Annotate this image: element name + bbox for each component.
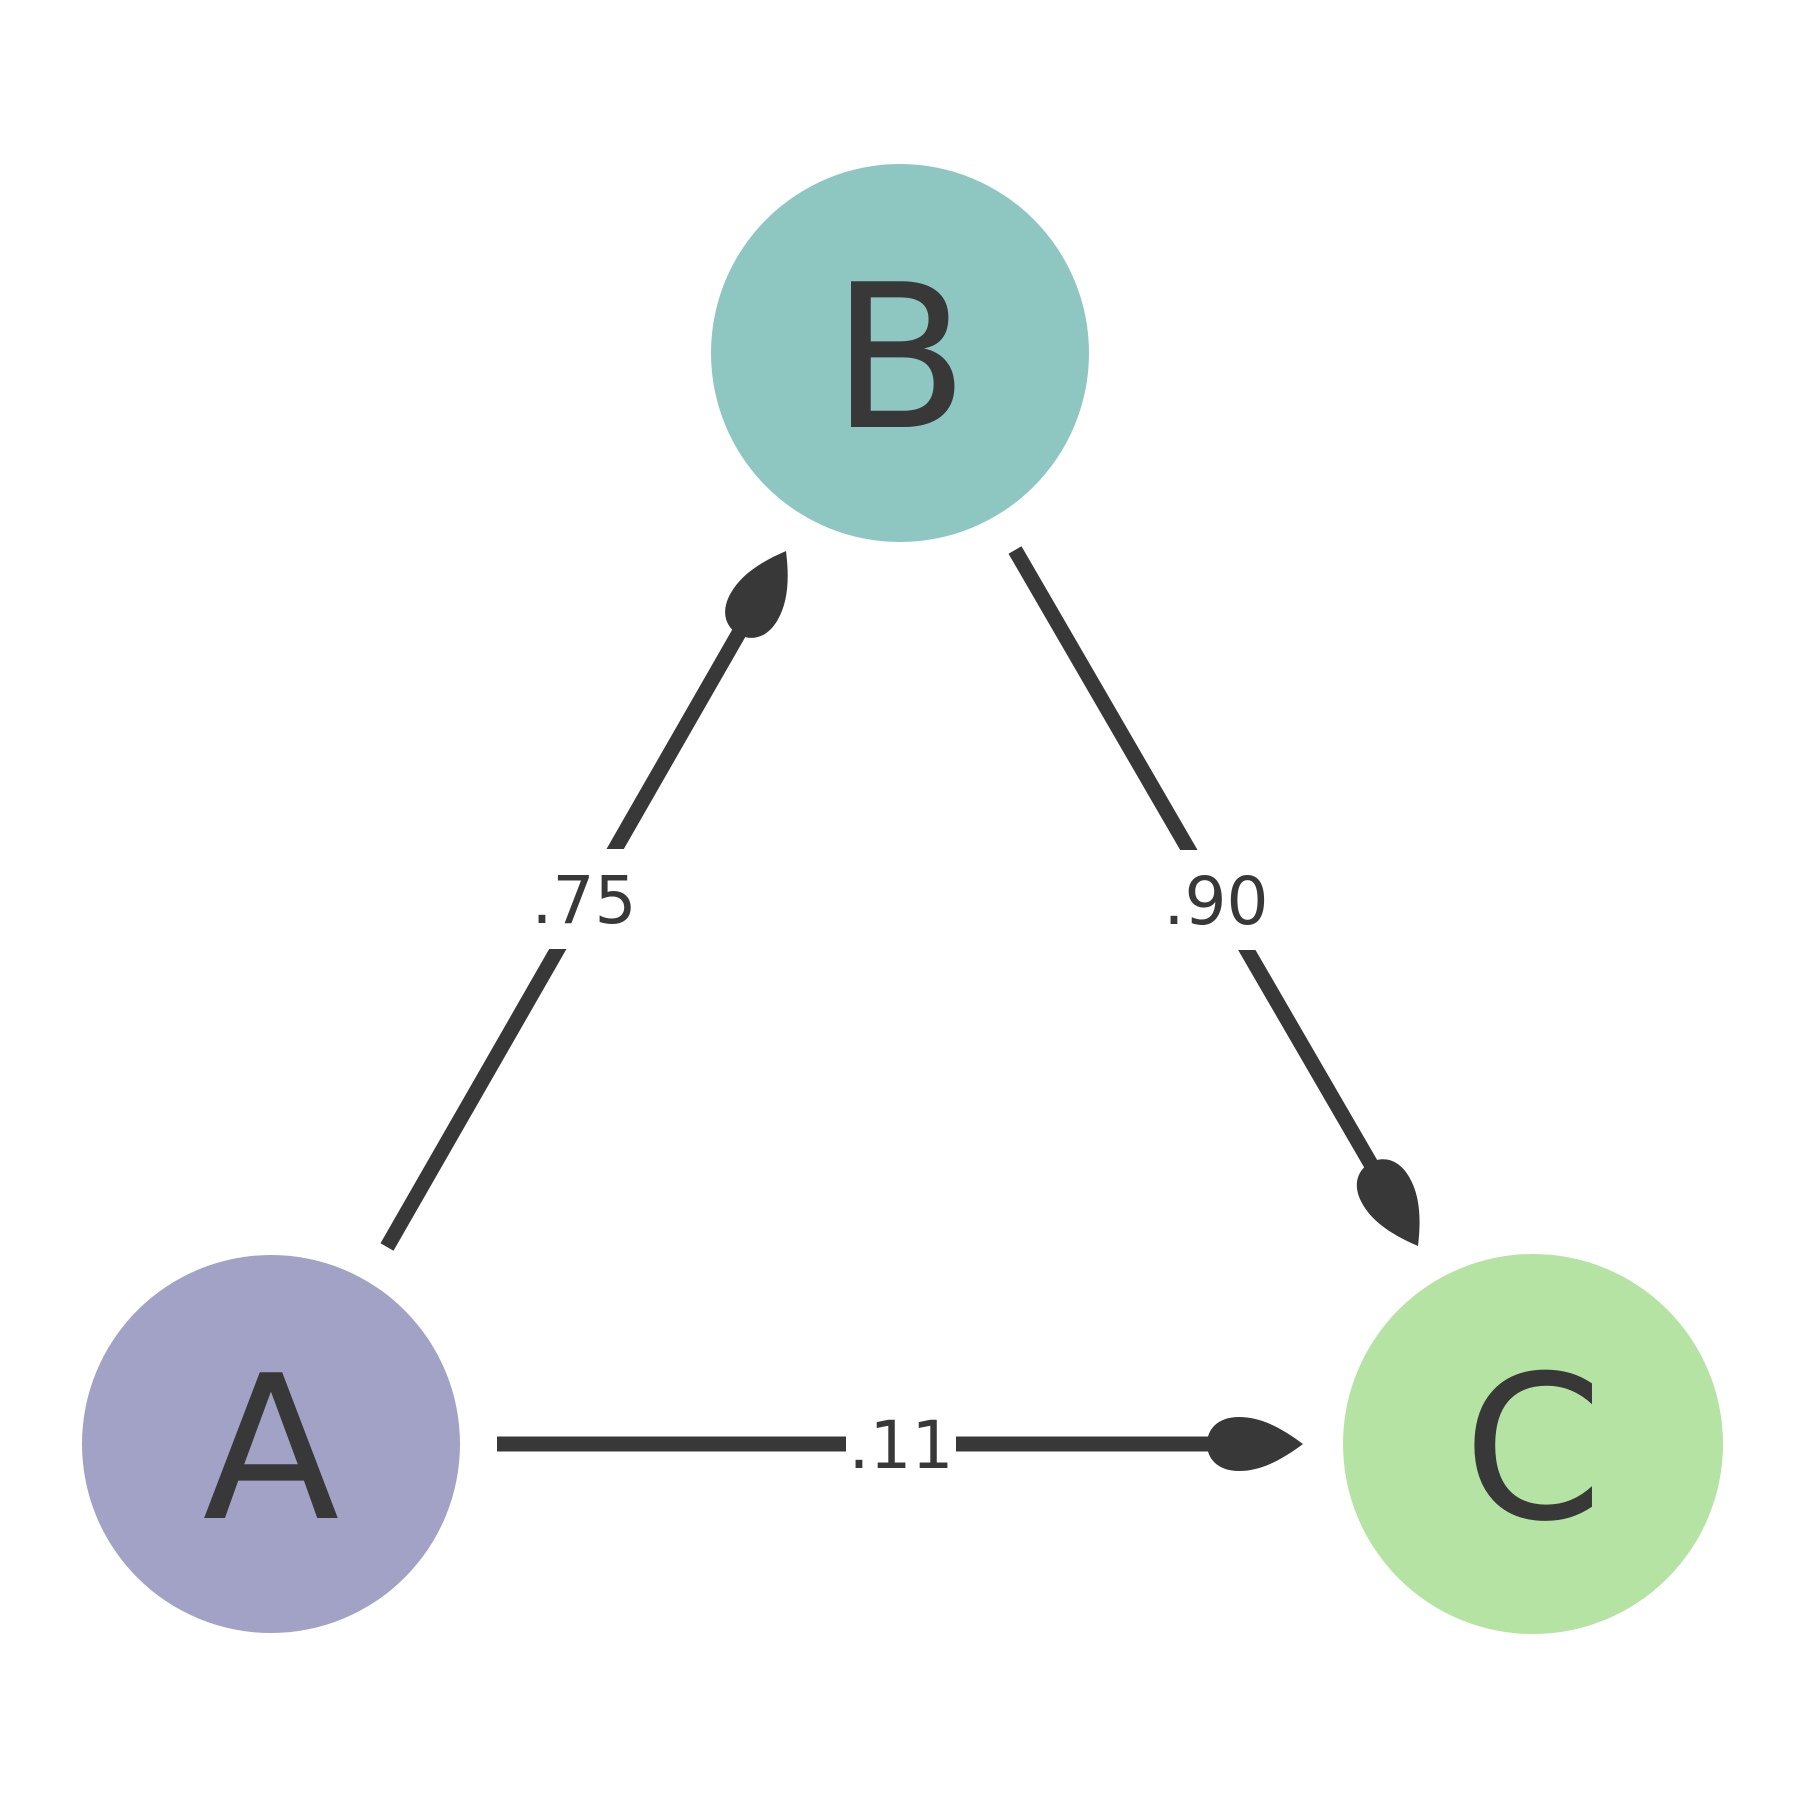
node-a: A (82, 1255, 460, 1633)
node-c-label: C (1463, 1333, 1603, 1566)
edge-b-to-c-weight-label: .90 (1164, 863, 1269, 940)
edge-label-background (846, 1398, 956, 1490)
edge-b-to-c: .90 (1008, 546, 1442, 1260)
edge-label-background (519, 849, 649, 949)
node-b-circle (711, 164, 1089, 542)
edge-label-background (1151, 850, 1281, 950)
edge-a-to-c: .11 (497, 1398, 1303, 1490)
edge-a-to-b-weight-label: .75 (532, 862, 637, 939)
node-a-circle (82, 1255, 460, 1633)
node-b-label: B (831, 242, 968, 475)
edge-a-to-b: .75 (380, 537, 810, 1251)
node-b: B (711, 164, 1089, 542)
edge-a-to-c-weight-label: .11 (849, 1407, 954, 1484)
node-c: C (1343, 1254, 1723, 1634)
node-c-circle (1343, 1254, 1723, 1634)
node-a-label: A (203, 1333, 340, 1566)
